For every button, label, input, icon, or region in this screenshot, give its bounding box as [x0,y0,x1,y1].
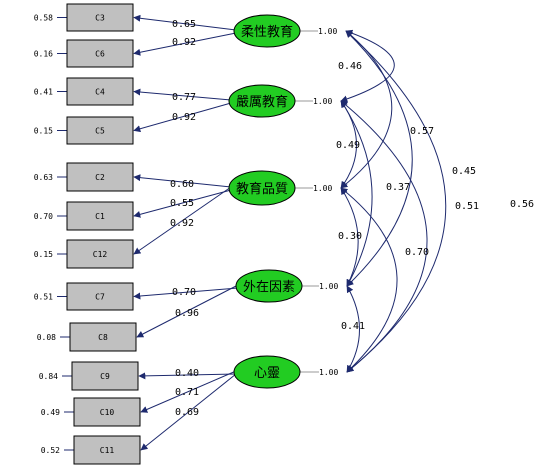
loading-arrow [140,373,237,451]
indicator-box [66,39,134,68]
latent-factor-ellipse [228,84,296,118]
latent-factor-label: 柔性教育 [241,24,293,40]
indicator-label: C9 [100,372,110,381]
loading-coefficient: 0.60 [170,179,194,190]
error-variance-label: 0.16 [34,50,53,59]
correlation-coefficient: 0.56 [510,199,534,210]
loading-arrow [133,186,232,255]
error-variance-label: 0.15 [34,250,53,259]
correlation-arc [346,285,360,373]
indicator-box [73,435,141,465]
latent-factor-label: 心靈 [254,366,280,381]
factor-variance-label: 1.00 [313,184,332,193]
latent-factor-ellipse [235,269,303,303]
loading-coefficient: 0.92 [172,112,196,123]
nodes-layer [66,3,303,465]
correlation-coefficient: 0.41 [341,321,365,332]
correlation-arc [345,30,413,287]
loading-arrow [133,174,232,188]
error-variance-label: 0.41 [34,88,53,97]
correlation-coefficient: 0.51 [455,201,479,212]
indicator-label: C7 [95,293,105,302]
latent-factor-ellipse [228,170,296,206]
latent-factor-ellipse [233,355,301,389]
loading-coefficient: 0.69 [175,407,199,418]
correlation-arc [340,100,428,373]
loading-arrow [133,102,232,133]
paths-layer [57,14,447,451]
indicator-box [66,116,134,145]
correlation-coefficient: 0.70 [405,247,429,258]
indicator-label: C8 [98,333,108,342]
indicator-box [69,322,137,352]
correlation-coefficient: 0.57 [410,126,434,137]
loading-coefficient: 0.71 [175,387,199,398]
error-variance-label: 0.58 [34,14,53,23]
latent-factor-label: 教育品質 [236,181,288,197]
correlation-coefficient: 0.30 [338,231,362,242]
indicator-label: C11 [100,446,115,455]
indicator-box [66,3,134,32]
latent-factor-ellipse [233,14,301,48]
loading-arrow [140,370,237,413]
loading-coefficient: 0.96 [175,308,199,319]
indicator-label: C2 [95,173,105,182]
indicator-box [66,201,134,231]
factor-variance-label: 1.00 [319,368,338,377]
loading-arrow [133,14,237,31]
loading-arrow [133,32,237,56]
indicator-label: C5 [95,127,105,136]
correlation-arc [345,30,447,373]
indicator-label: C1 [95,212,105,221]
loading-arrow [133,287,239,300]
indicator-box [71,361,139,391]
indicator-box [66,162,134,192]
loading-arrow [133,88,232,101]
indicator-label: C4 [95,88,105,97]
error-variance-label: 0.15 [34,127,53,136]
correlation-arc [340,30,393,189]
correlation-coefficient: 0.49 [336,140,360,151]
loading-coefficient: 0.92 [170,218,194,229]
error-variance-label: 0.52 [41,446,60,455]
error-variance-label: 0.49 [41,408,60,417]
loading-arrow [136,284,239,338]
loading-coefficient: 0.70 [172,287,196,298]
error-variance-label: 0.51 [34,293,53,302]
correlation-coefficient: 0.45 [452,166,476,177]
loading-coefficient: 0.55 [170,198,194,209]
loading-coefficient: 0.92 [172,37,196,48]
labels-layer: 0.58 C3 0.65 0.16 C6 0.92 0.41 C4 0.77 0.15 C5 0.92… [34,14,534,456]
indicator-label: C6 [95,50,105,59]
loading-coefficient: 0.77 [172,92,196,103]
correlation-coefficient: 0.46 [338,61,362,72]
error-variance-label: 0.70 [34,212,53,221]
factor-variance-label: 1.00 [319,282,338,291]
indicator-label: C12 [93,250,108,259]
indicator-box [66,239,134,269]
indicator-box [66,77,134,106]
factor-variance-label: 1.00 [318,27,337,36]
indicator-box [73,397,141,427]
correlation-arc [340,187,398,373]
correlation-arc [340,29,395,103]
loading-coefficient: 0.40 [175,368,199,379]
indicator-label: C3 [95,14,105,23]
loading-arrow [138,372,237,380]
error-variance-label: 0.84 [39,372,58,381]
loading-coefficient: 0.65 [172,19,196,30]
error-variance-label: 0.63 [34,173,53,182]
indicator-label: C10 [100,408,115,417]
latent-factor-label: 外在因素 [243,280,295,295]
latent-factor-label: 嚴厲教育 [236,94,288,110]
loading-arrow [133,189,232,218]
indicator-box [66,282,134,311]
correlation-coefficient: 0.37 [386,182,410,193]
error-variance-label: 0.08 [37,333,56,342]
factor-variance-label: 1.00 [313,97,332,106]
